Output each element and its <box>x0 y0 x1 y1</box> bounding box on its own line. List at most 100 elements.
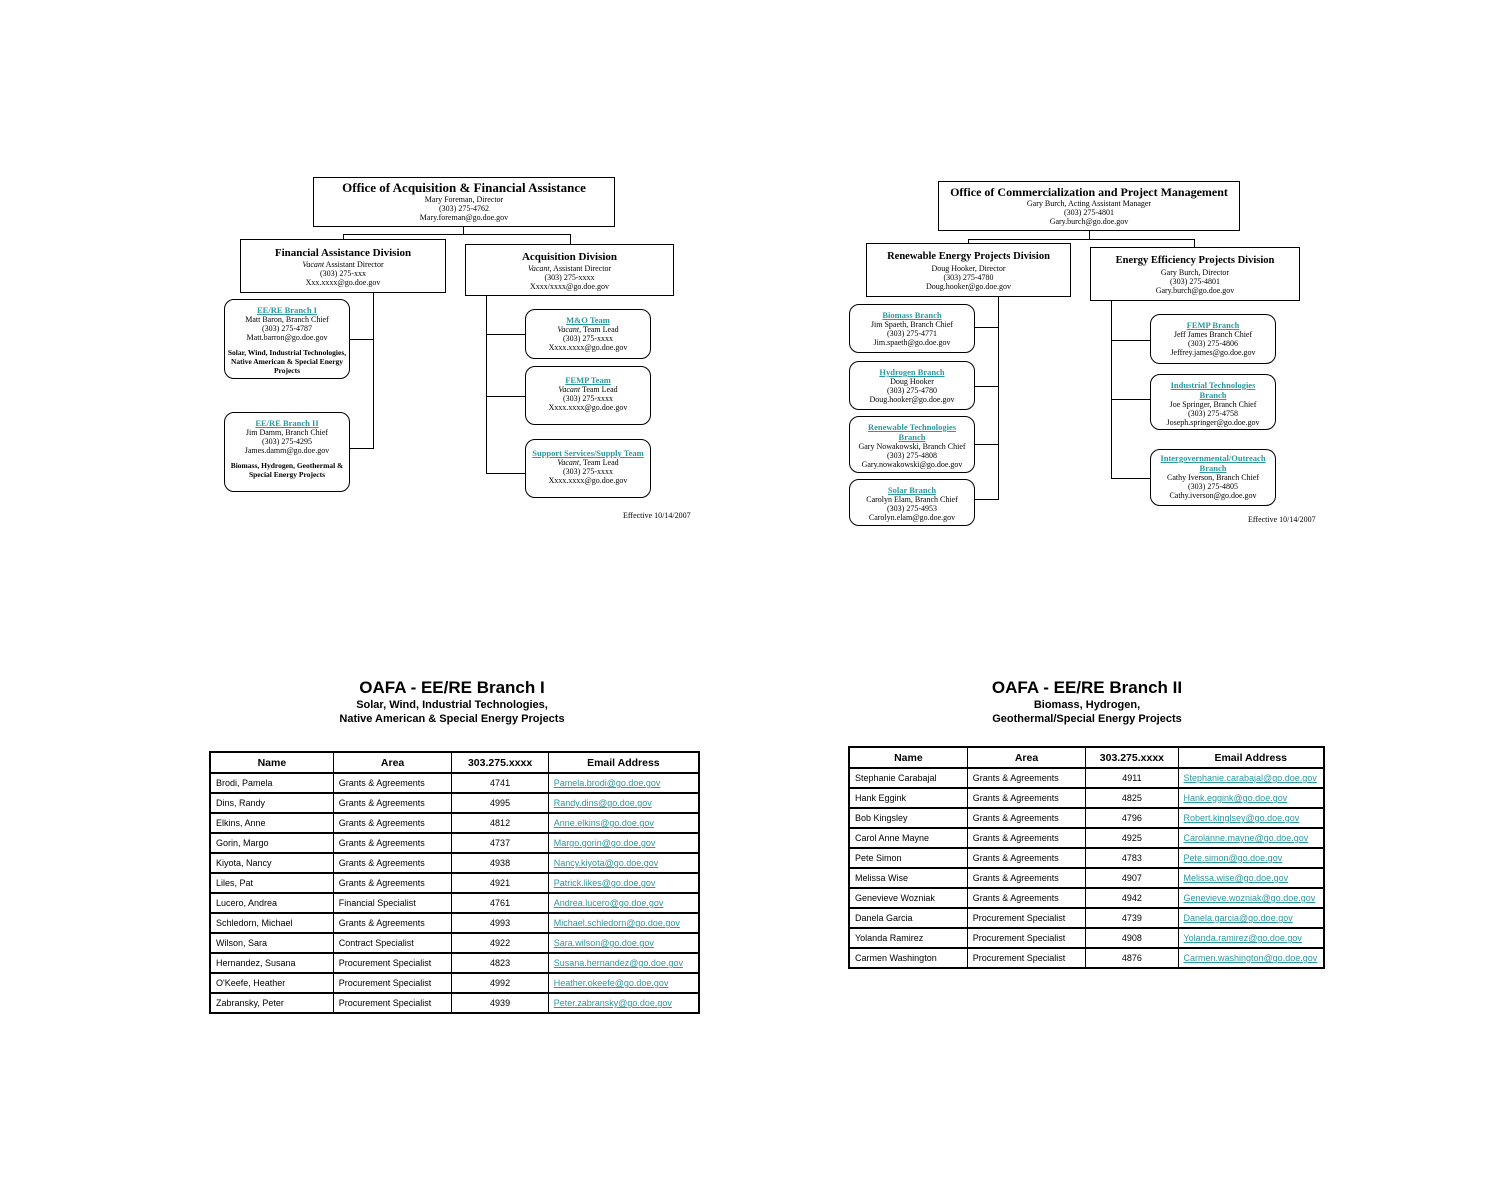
extension-cell: 4922 <box>451 932 549 954</box>
email-link[interactable]: Pamela.brodi@go.doe.gov <box>553 778 661 788</box>
area-cell: Grants & Agreements <box>332 792 453 814</box>
email-link[interactable]: Melissa.wise@go.doe.gov <box>1183 873 1289 883</box>
extension-cell: 4921 <box>451 872 549 894</box>
connector <box>373 292 374 448</box>
extension-cell: 4823 <box>451 952 549 974</box>
biomass-branch-link[interactable]: Biomass Branch <box>882 310 942 320</box>
email-cell: Heather.okeefe@go.doe.gov <box>547 972 700 994</box>
phone: (303) 275-4953 <box>887 504 937 513</box>
area-cell: Procurement Specialist <box>966 907 1087 929</box>
email-link[interactable]: Michael.schledorn@go.doe.gov <box>553 918 680 928</box>
area-cell: Grants & Agreements <box>966 867 1087 889</box>
email-link[interactable]: Pete.simon@go.doe.gov <box>1183 853 1283 863</box>
chief-name: Matt Baron, Branch Chief <box>245 315 329 324</box>
extension-cell: 4995 <box>451 792 549 814</box>
connector <box>1111 340 1151 341</box>
connector <box>343 234 344 240</box>
extension-cell: 4783 <box>1085 847 1179 869</box>
hydrogen-branch-link[interactable]: Hydrogen Branch <box>879 367 945 377</box>
solar-branch-box: Solar Branch Carolyn Elam, Branch Chief … <box>849 479 975 526</box>
name-cell: Melissa Wise <box>848 867 968 889</box>
email-link[interactable]: Anne.elkins@go.doe.gov <box>553 818 654 828</box>
area-cell: Grants & Agreements <box>332 912 453 934</box>
email: Gary.burch@go.doe.gov <box>1155 286 1235 295</box>
email: Joseph.springer@go.doe.gov <box>1166 418 1260 427</box>
connector <box>968 239 969 244</box>
email-link[interactable]: Hank.eggink@go.doe.gov <box>1183 793 1288 803</box>
email-link[interactable]: Susana.hernandez@go.doe.gov <box>553 958 683 968</box>
division-title: Acquisition Division <box>521 251 618 263</box>
femp-team-box: FEMP Team Vacant Team Lead (303) 275-xxx… <box>525 366 651 425</box>
email-link[interactable]: Nancy.kiyota@go.doe.gov <box>553 858 659 868</box>
email-link[interactable]: Carolanne.mayne@go.doe.gov <box>1183 833 1309 843</box>
email: Jeffrey.james@go.doe.gov <box>1170 348 1256 357</box>
email-cell: Pamela.brodi@go.doe.gov <box>547 772 700 794</box>
area-cell: Grants & Agreements <box>966 787 1087 809</box>
oafa-office-box: Office of Acquisition & Financial Assist… <box>313 177 615 227</box>
oafa-office-title: Office of Acquisition & Financial Assist… <box>342 180 586 195</box>
email-cell: Danela.garcia@go.doe.gov <box>1177 907 1325 929</box>
email: Cathy.iverson@go.doe.gov <box>1169 491 1257 500</box>
email-link[interactable]: Stephanie.carabajal@go.doe.gov <box>1183 773 1317 783</box>
name-cell: Wilson, Sara <box>209 932 334 954</box>
connector <box>486 396 526 397</box>
area-cell: Grants & Agreements <box>332 812 453 834</box>
eere-branch-2-box: EE/RE Branch II Jim Damm, Branch Chief (… <box>224 412 350 492</box>
femp-branch-link[interactable]: FEMP Branch <box>1186 320 1240 330</box>
email-link[interactable]: Genevieve.wozniak@go.doe.gov <box>1183 893 1316 903</box>
connector <box>1111 399 1151 400</box>
director-name: Doug Hooker, Director <box>931 264 1006 273</box>
eere-branch-2-link[interactable]: EE/RE Branch II <box>255 418 319 428</box>
area-cell: Procurement Specialist <box>332 952 453 974</box>
email-link[interactable]: Margo.gorin@go.doe.gov <box>553 838 656 848</box>
extension-cell: 4741 <box>451 772 549 794</box>
email-link[interactable]: Andrea.lucero@go.doe.gov <box>553 898 664 908</box>
phone: (303) 275-4805 <box>1188 482 1238 491</box>
chief-name: Doug Hooker <box>890 377 934 386</box>
support-services-team-link[interactable]: Support Services/Supply Team <box>532 448 644 458</box>
email-link[interactable]: Robert.kinglsey@go.doe.gov <box>1183 813 1300 823</box>
connector <box>975 444 999 445</box>
email-link[interactable]: Danela.garcia@go.doe.gov <box>1183 913 1293 923</box>
eere-branch-1-link[interactable]: EE/RE Branch I <box>257 305 317 315</box>
email-link[interactable]: Carmen.washington@go.doe.gov <box>1183 953 1318 963</box>
renewable-technologies-branch-link[interactable]: Renewable Technologies Branch <box>867 422 957 442</box>
femp-team-link[interactable]: FEMP Team <box>565 375 611 385</box>
connector <box>486 296 487 474</box>
area-cell: Grants & Agreements <box>332 772 453 794</box>
area-cell: Grants & Agreements <box>332 832 453 854</box>
email-link[interactable]: Yolanda.ramirez@go.doe.gov <box>1183 933 1302 943</box>
intergovernmental-outreach-branch-box: Intergovernmental/Outreach Branch Cathy … <box>1150 449 1276 506</box>
email-cell: Patrick.likes@go.doe.gov <box>547 872 700 894</box>
manager-name: Gary Burch, Acting Assistant Manager <box>1026 199 1152 208</box>
connector <box>975 499 999 500</box>
email-cell: Melissa.wise@go.doe.gov <box>1177 867 1325 889</box>
effective-date: Effective 10/14/2007 <box>1248 515 1316 524</box>
industrial-technologies-branch-link[interactable]: Industrial Technologies Branch <box>1170 380 1256 400</box>
email-link[interactable]: Patrick.likes@go.doe.gov <box>553 878 656 888</box>
financial-assistance-division-box: Financial Assistance Division Vacant Ass… <box>240 239 446 293</box>
vacant-label: Vacant <box>558 385 581 394</box>
phone: (303) 275-xxxx <box>563 467 613 476</box>
email-cell: Anne.elkins@go.doe.gov <box>547 812 700 834</box>
mo-team-link[interactable]: M&O Team <box>566 315 610 325</box>
email-link[interactable]: Peter.zabransky@go.doe.gov <box>553 998 672 1008</box>
email-link[interactable]: Sara.wilson@go.doe.gov <box>553 938 654 948</box>
area-cell: Grants & Agreements <box>966 807 1087 829</box>
email-link[interactable]: Randy.dins@go.doe.gov <box>553 798 652 808</box>
vacant-label: Vacant <box>302 260 325 269</box>
solar-branch-link[interactable]: Solar Branch <box>887 485 937 495</box>
table-title: OAFA - EE/RE Branch II <box>991 678 1183 697</box>
area-cell: Grants & Agreements <box>332 872 453 894</box>
email-link[interactable]: Heather.okeefe@go.doe.gov <box>553 978 669 988</box>
hydrogen-branch-box: Hydrogen Branch Doug Hooker (303) 275-47… <box>849 361 975 410</box>
area-cell: Grants & Agreements <box>966 827 1087 849</box>
intergovernmental-outreach-branch-link[interactable]: Intergovernmental/Outreach Branch <box>1160 453 1266 473</box>
